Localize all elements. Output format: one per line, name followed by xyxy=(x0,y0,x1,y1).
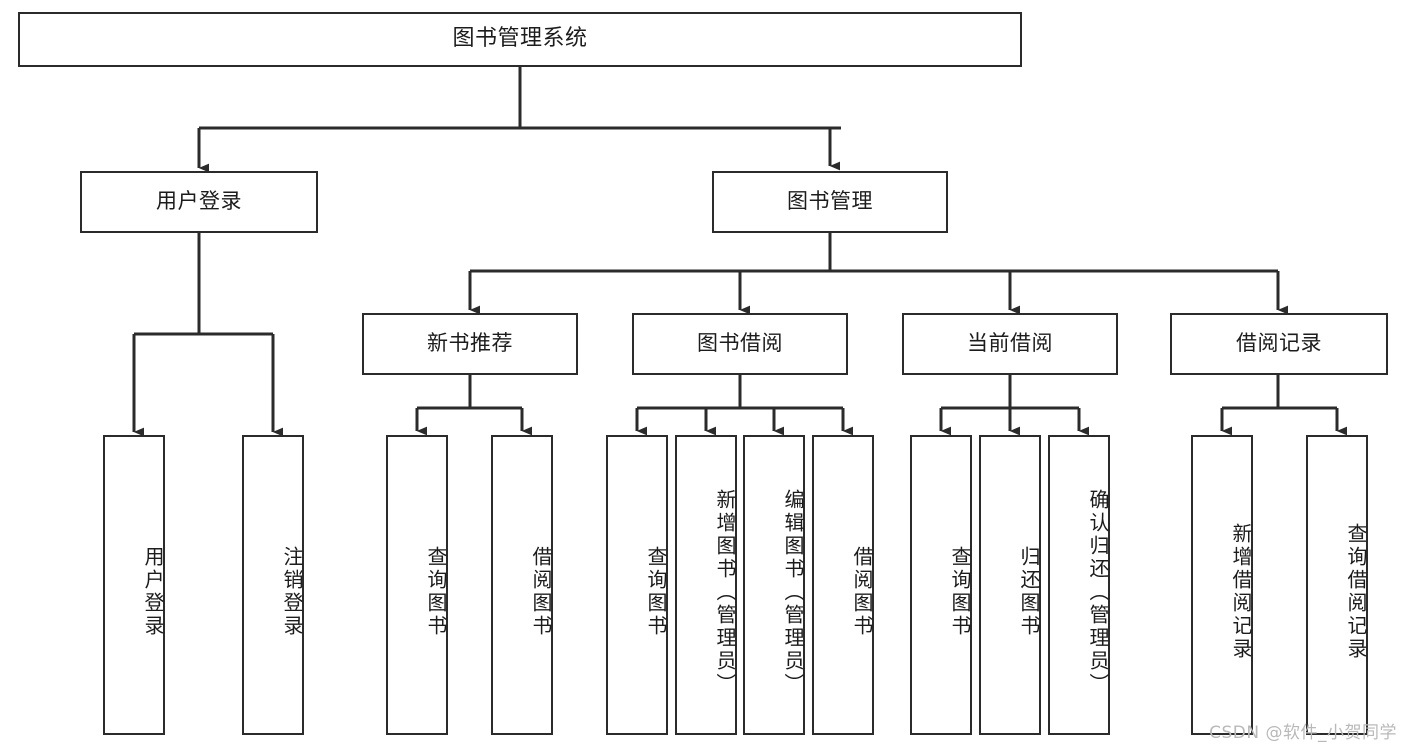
leaf-label: 查询借阅记录 xyxy=(1344,523,1368,661)
leaf-label: 借阅图书 xyxy=(529,546,553,638)
leaf-label: 新增借阅记录 xyxy=(1229,523,1253,661)
leaf-label: 借阅图书 xyxy=(850,546,874,638)
node-user-login[interactable]: 用户登录 xyxy=(80,171,318,233)
leaf-borrow-book-new-rec[interactable]: 借阅图书 xyxy=(491,435,553,735)
node-current-borrowing[interactable]: 当前借阅 xyxy=(902,313,1118,375)
leaf-borrow-book-borrow[interactable]: 借阅图书 xyxy=(812,435,874,735)
leaf-query-book-borrow[interactable]: 查询图书 xyxy=(606,435,668,735)
node-new-book-recommendation[interactable]: 新书推荐 xyxy=(362,313,578,375)
leaf-label: 查询图书 xyxy=(948,546,972,638)
leaf-label: 确认归还（管理员） xyxy=(1086,488,1110,696)
leaf-logout-login[interactable]: 注销登录 xyxy=(242,435,304,735)
leaf-query-book-new-rec[interactable]: 查询图书 xyxy=(386,435,448,735)
leaf-label: 归还图书 xyxy=(1017,546,1041,638)
node-book-borrowing[interactable]: 图书借阅 xyxy=(632,313,848,375)
leaf-add-book-admin[interactable]: 新增图书（管理员） xyxy=(675,435,737,735)
leaf-confirm-return-admin[interactable]: 确认归还（管理员） xyxy=(1048,435,1110,735)
leaf-label: 新增图书（管理员） xyxy=(713,488,737,696)
node-borrow-record[interactable]: 借阅记录 xyxy=(1170,313,1388,375)
leaf-label: 查询图书 xyxy=(644,546,668,638)
leaf-query-borrow-record[interactable]: 查询借阅记录 xyxy=(1306,435,1368,735)
leaf-query-book-current[interactable]: 查询图书 xyxy=(910,435,972,735)
node-book-management[interactable]: 图书管理 xyxy=(712,171,948,233)
leaf-label: 用户登录 xyxy=(141,546,165,638)
leaf-label: 查询图书 xyxy=(424,546,448,638)
leaf-edit-book-admin[interactable]: 编辑图书（管理员） xyxy=(743,435,805,735)
leaf-return-book[interactable]: 归还图书 xyxy=(979,435,1041,735)
csdn-watermark: CSDN @软件_小贺同学 xyxy=(1209,723,1397,743)
node-root-book-management-system[interactable]: 图书管理系统 xyxy=(18,12,1022,67)
leaf-add-borrow-record[interactable]: 新增借阅记录 xyxy=(1191,435,1253,735)
leaf-label: 编辑图书（管理员） xyxy=(781,488,805,696)
leaf-label: 注销登录 xyxy=(280,546,304,638)
leaf-user-login[interactable]: 用户登录 xyxy=(103,435,165,735)
